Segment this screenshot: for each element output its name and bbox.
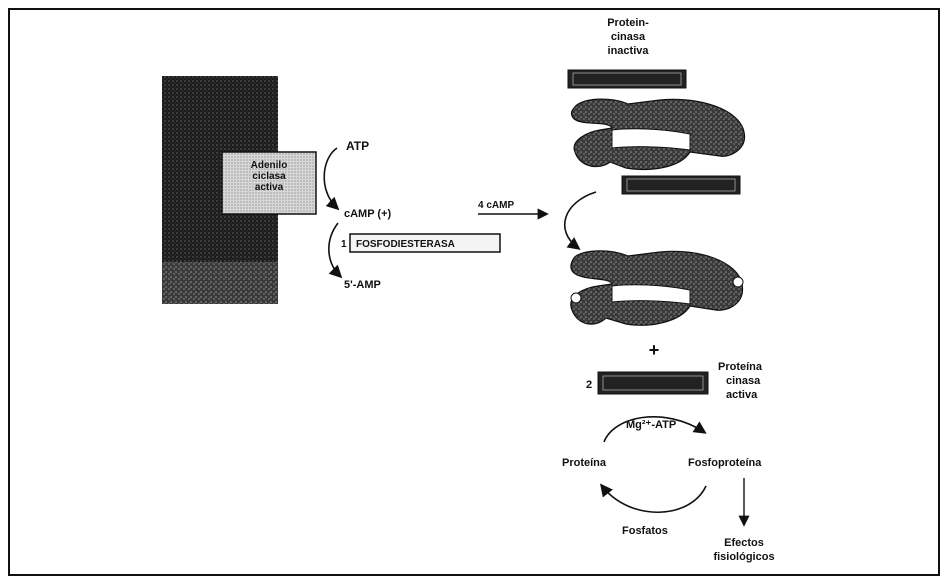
activation-arrow <box>565 192 596 248</box>
active-kinase-number: 2 <box>586 379 592 391</box>
pde-number: 1 <box>341 239 347 250</box>
enzyme-line-2: ciclasa <box>222 171 316 182</box>
catalytic-subunit-bar <box>622 176 740 194</box>
atp-label: ATP <box>346 139 369 153</box>
pde-label: FOSFODIESTERASA <box>356 239 455 250</box>
protein-label: Proteína <box>562 457 607 469</box>
plus-sign: + <box>649 340 660 360</box>
regulatory-subunit-top <box>568 70 686 88</box>
reaction-brackets <box>324 148 340 276</box>
regulatory-camp-complex <box>571 251 743 325</box>
camp-arrow-label: 4 cAMP <box>478 200 514 211</box>
active-kinase-label-1: Proteína <box>718 361 763 373</box>
effects-label-1: Efectos <box>724 537 764 549</box>
mg-atp-label: Mg²⁺-ATP <box>626 419 676 431</box>
inactive-kinase-title-2: cinasa <box>611 31 646 43</box>
phosphoprotein-label: Fosfoproteína <box>688 457 762 469</box>
adenylate-cyclase-label: Adenilo ciclasa activa <box>222 160 316 193</box>
inactive-kinase-complex <box>572 99 745 169</box>
active-kinase-bar <box>598 372 708 394</box>
active-kinase-label-3: activa <box>726 389 758 401</box>
enzyme-line-3: activa <box>222 182 316 193</box>
enzyme-line-1: Adenilo <box>222 160 316 171</box>
inactive-kinase-title-1: Protein- <box>607 17 649 29</box>
amp-label: 5'-AMP <box>344 279 381 291</box>
inactive-kinase-title-3: inactiva <box>608 45 650 57</box>
active-kinase-label-2: cinasa <box>726 375 761 387</box>
camp-label: cAMP (+) <box>344 208 392 220</box>
effects-label-2: fisiológicos <box>713 551 774 563</box>
phosphates-label: Fosfatos <box>622 525 668 537</box>
